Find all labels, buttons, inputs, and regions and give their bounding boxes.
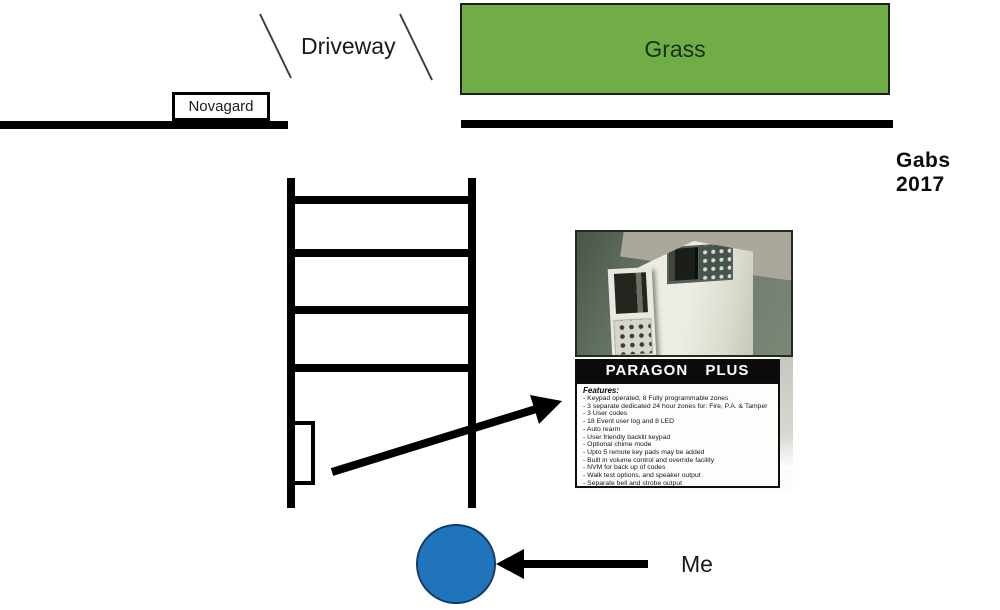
- me-marker: [416, 524, 496, 604]
- panel-arrow-shaft: [330, 405, 538, 476]
- paragon-plus-title-bar: PARAGON PLUS: [575, 359, 780, 382]
- panel-arrow-head: [530, 395, 562, 424]
- features-heading: Features:: [583, 386, 620, 395]
- road-edge-right: [461, 120, 893, 128]
- feature-item: 3 User codes: [583, 410, 775, 418]
- driveway-boundary-line-right: [399, 13, 433, 81]
- alarm-panel-location-marker: [291, 421, 315, 485]
- feature-item: NVM for back up of codes: [583, 464, 775, 472]
- paragon-plus-title: PARAGON PLUS: [605, 362, 750, 379]
- feature-item: Optional chime mode: [583, 441, 775, 449]
- building-wall-left: [287, 178, 295, 508]
- driveway-label: Driveway: [301, 33, 396, 59]
- signature-name: Gabs: [896, 149, 951, 172]
- building-floor-line-4: [287, 364, 476, 372]
- feature-item: 18 Event user log and 8 LED: [583, 418, 775, 426]
- control-unit-keys: [699, 243, 731, 281]
- building-floor-line-2: [287, 249, 476, 257]
- novagard-label: Novagard: [188, 98, 254, 115]
- building-floor-line-1: [287, 196, 476, 204]
- novagard-box: Novagard: [172, 92, 270, 121]
- feature-item: Auto rearm: [583, 426, 775, 434]
- feature-item: Walk test options, and speaker output: [583, 472, 775, 480]
- features-box: Features: Keypad operated, 8 Fully progr…: [575, 382, 780, 488]
- building-floor-line-3: [287, 306, 476, 314]
- me-label: Me: [681, 551, 713, 577]
- alarm-panel-photo: [575, 230, 793, 357]
- scan-edge-shadow: [780, 357, 793, 469]
- paragon-plus-advert: PARAGON PLUS Features: Keypad operated, …: [575, 230, 793, 490]
- alarm-control-unit-large: [639, 241, 753, 355]
- me-arrow-head: [496, 549, 524, 579]
- features-list: Keypad operated, 8 Fully programmable zo…: [583, 395, 775, 486]
- grass-area: Grass: [460, 3, 890, 95]
- driveway-boundary-line-left: [259, 13, 292, 79]
- remote-keypad-display: [613, 272, 648, 314]
- signature-year: 2017: [896, 173, 945, 196]
- grass-label: Grass: [644, 35, 706, 62]
- control-unit-display: [669, 247, 698, 282]
- feature-item: User friendly backlit keypad: [583, 434, 775, 442]
- feature-item: Upto 5 remote key pads may be added: [583, 449, 775, 457]
- feature-item: 3 separate dedicated 24 hour zones for: …: [583, 403, 775, 411]
- remote-keypad-keys: [613, 317, 654, 355]
- feature-item: Keypad operated, 8 Fully programmable zo…: [583, 395, 775, 403]
- building-wall-right: [468, 178, 476, 508]
- remote-keypad-unit: [607, 266, 657, 355]
- feature-item: Separate bell and strobe output: [583, 480, 775, 486]
- road-edge-left: [0, 121, 288, 129]
- feature-item: Built in volume control and override fac…: [583, 457, 775, 465]
- signature: Gabs 2017: [896, 149, 951, 197]
